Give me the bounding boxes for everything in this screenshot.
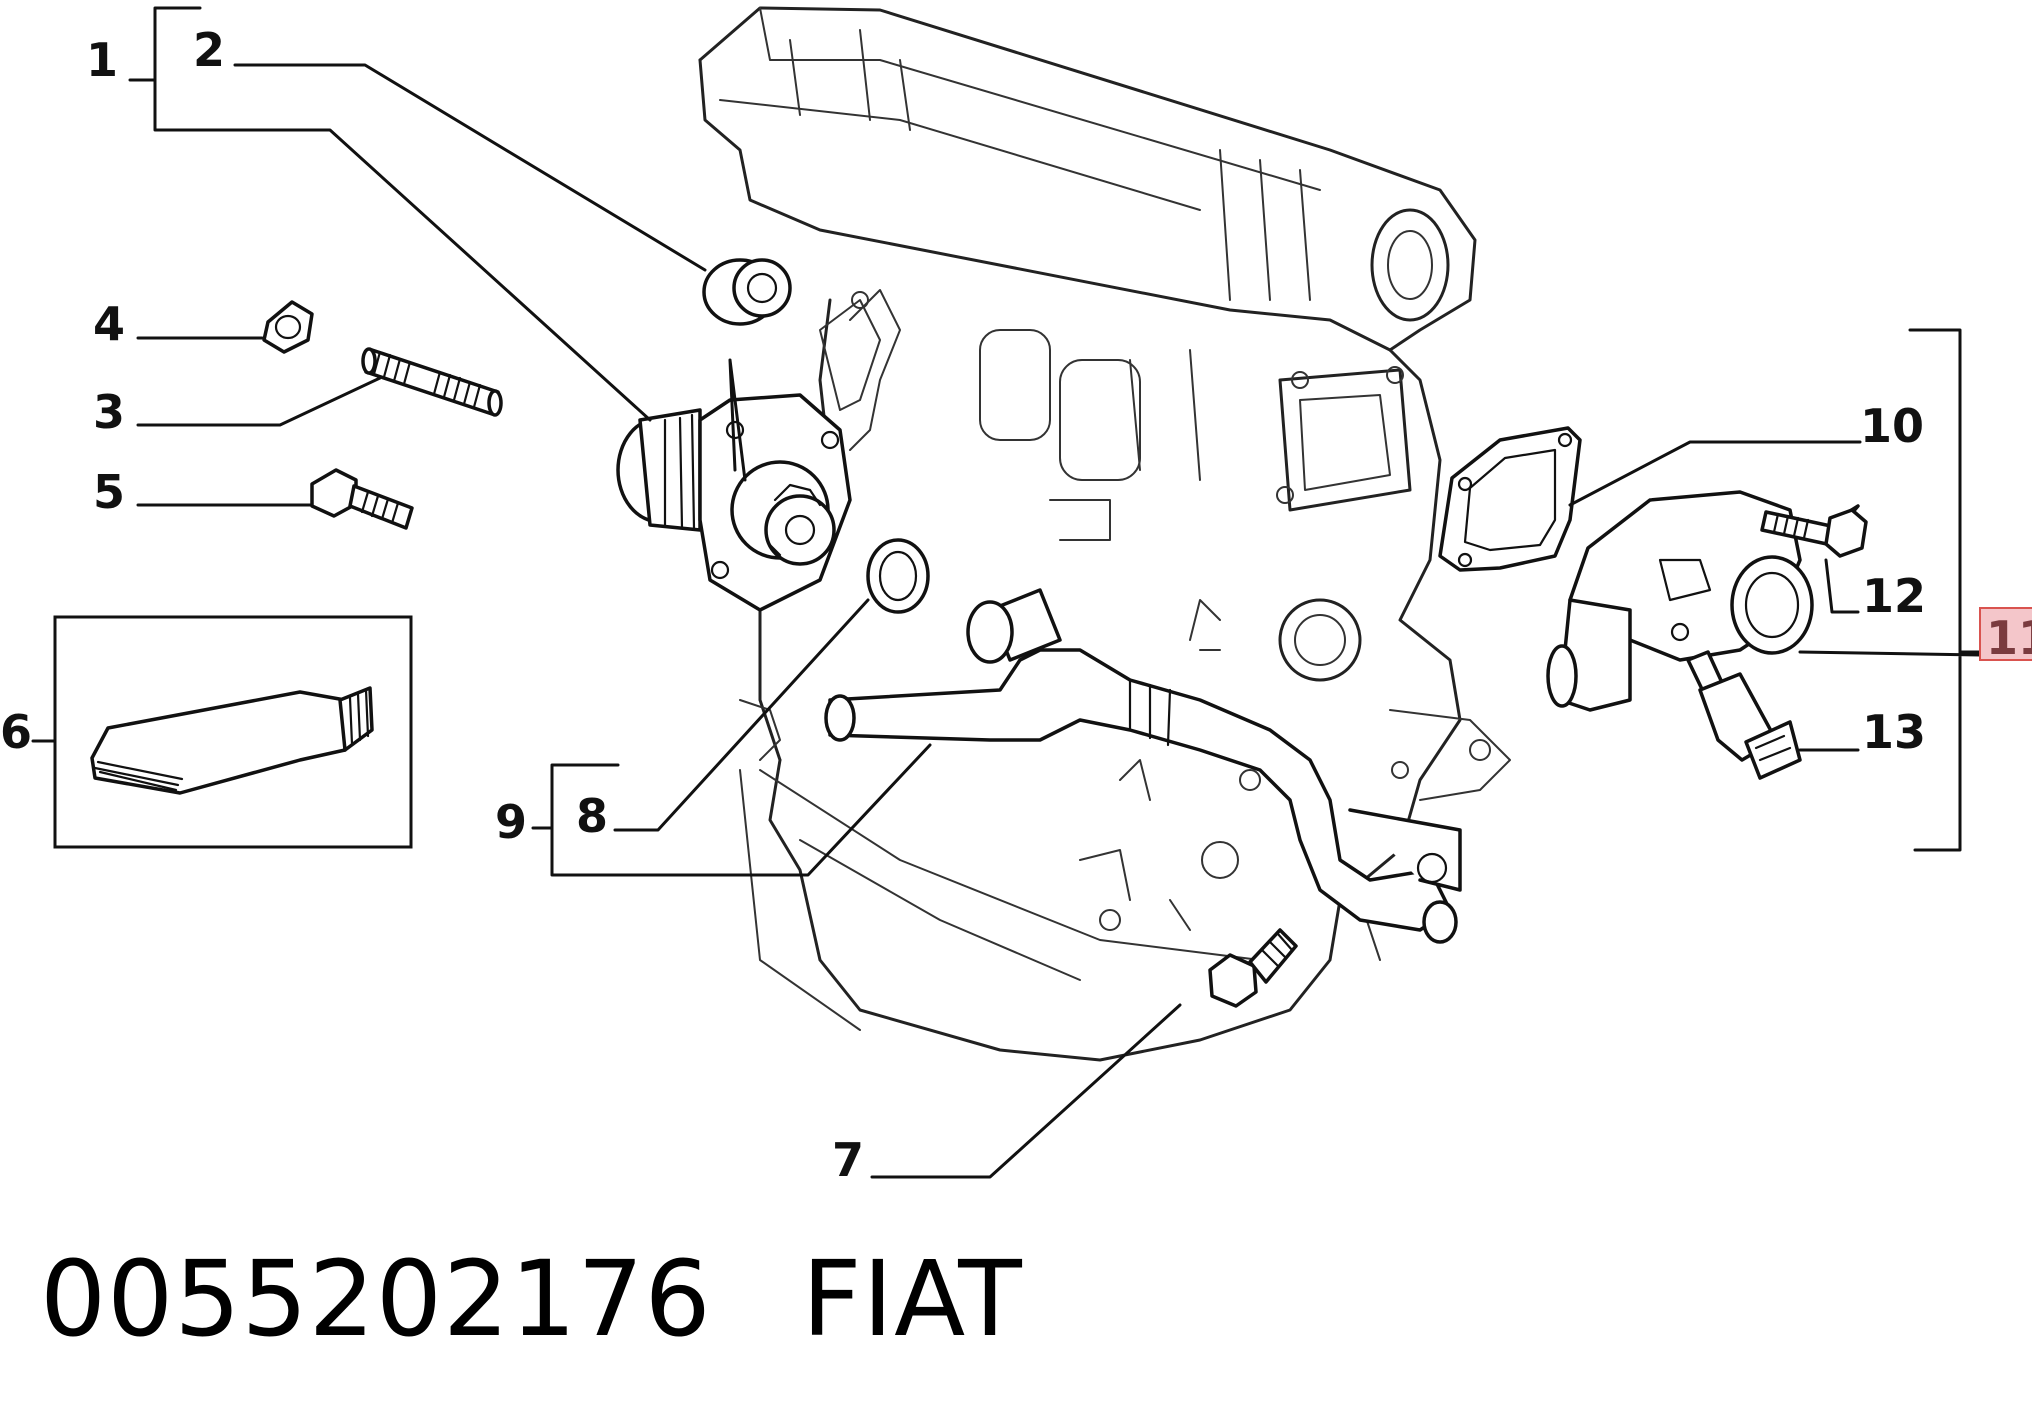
part-number-caption: 0055202176 FIAT (40, 1238, 1023, 1360)
callout-4: 4 (93, 297, 125, 351)
part-5-bolt (310, 468, 414, 530)
part-13-temp-sensor (1686, 650, 1802, 780)
part-8-seal-ring (866, 538, 930, 614)
part-4-nut (262, 300, 314, 354)
callout-9: 9 (495, 795, 527, 849)
callout-11: 11 (1986, 611, 2032, 665)
part-11-thermostat-housing (1546, 490, 1814, 712)
part-10-gasket (1438, 426, 1582, 572)
part-1-water-pump (616, 393, 852, 612)
part-2-bushing (702, 258, 792, 326)
callout-11-highlight (1979, 607, 2032, 661)
callout-8: 8 (576, 789, 608, 843)
part-number: 0055202176 (40, 1238, 712, 1360)
brand-name: FIAT (801, 1238, 1023, 1360)
callout-12: 12 (1862, 569, 1926, 623)
part-6-sealant-box (53, 615, 413, 849)
callout-10: 10 (1860, 399, 1924, 453)
callout-1: 1 (86, 33, 118, 87)
callout-3: 3 (93, 385, 125, 439)
callout-7: 7 (832, 1133, 864, 1187)
part-9-water-pipe (824, 588, 1462, 944)
callout-2: 2 (193, 23, 225, 77)
part-12-bolt (1760, 504, 1868, 558)
callout-13: 13 (1862, 705, 1926, 759)
callout-5: 5 (93, 465, 125, 519)
callout-6: 6 (0, 705, 32, 759)
callout-labels: 1 2 4 3 5 6 9 8 10 12 11 13 7 (0, 23, 2032, 1187)
callout-leaders (31, 6, 1987, 1179)
part-7-bolt (1208, 928, 1298, 1008)
part-3-stud (361, 347, 503, 417)
